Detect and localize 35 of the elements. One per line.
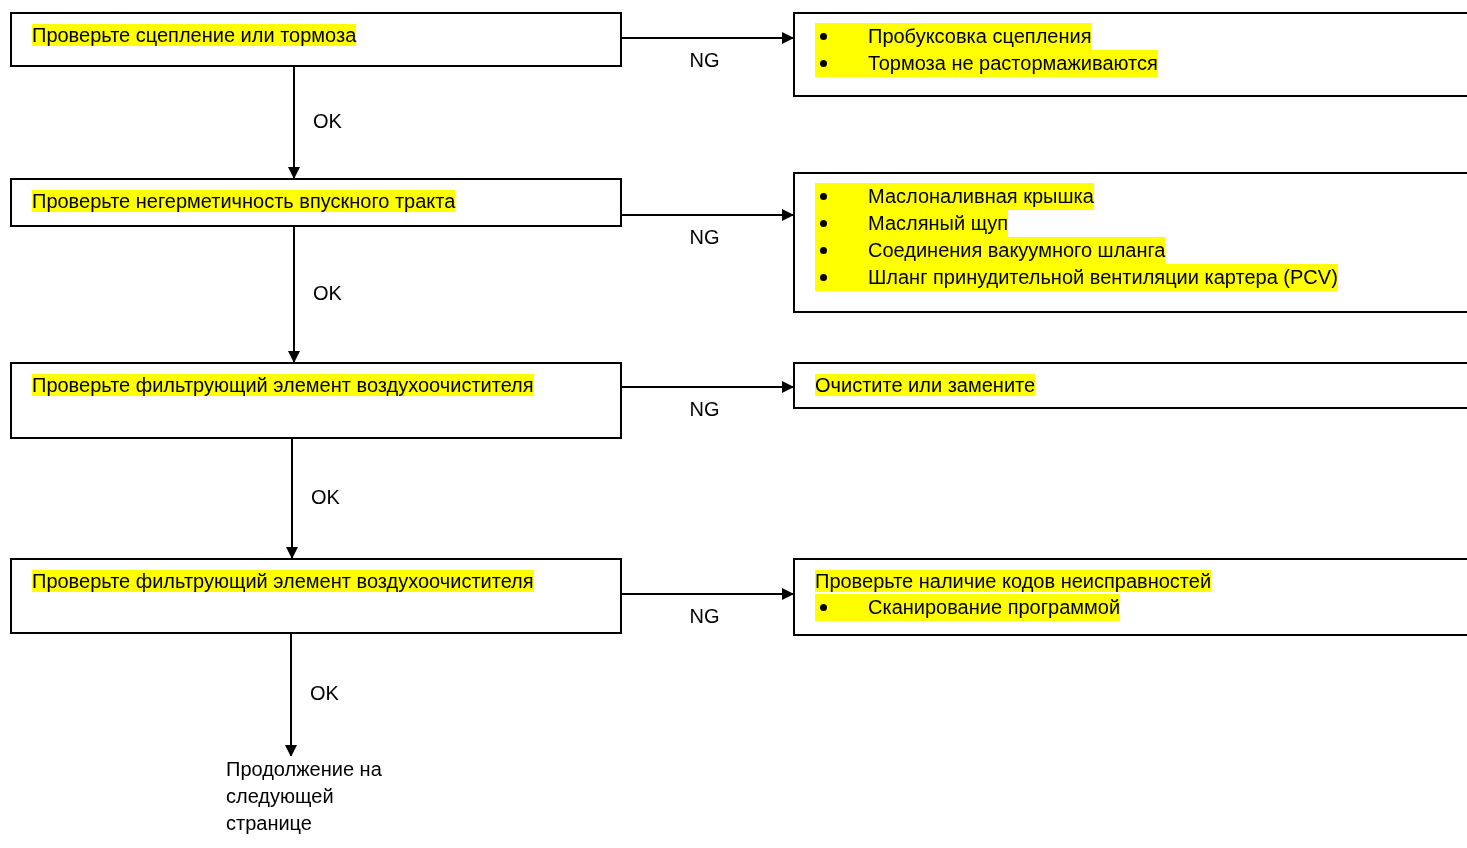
arrow [288, 66, 300, 179]
check-box [10, 178, 622, 227]
arrow [286, 438, 298, 559]
edge-label: NG [689, 50, 720, 70]
note-text: Продолжение на следующей странице [226, 757, 383, 836]
arrow [621, 381, 794, 393]
highlighted-text: Очистите или замените [815, 374, 1036, 396]
result-box [793, 558, 1467, 636]
edge-label: NG [689, 606, 720, 626]
result-box [793, 172, 1467, 313]
edge-label: OK [310, 683, 339, 703]
arrow [285, 633, 297, 757]
arrow [621, 32, 794, 44]
highlighted-text: Проверьте фильтрующий элемент воздухоочистителя [32, 374, 534, 396]
list-item: Масляный щуп [815, 210, 1009, 237]
list-item: Тормоза не растормаживаются [815, 50, 1158, 77]
arrow [288, 226, 300, 363]
result-box [793, 12, 1467, 97]
edge-label: NG [689, 227, 720, 247]
result-box [793, 362, 1467, 409]
highlighted-text: Проверьте наличие кодов неисправностей [815, 570, 1212, 592]
list-item: Пробуксовка сцепления [815, 23, 1092, 50]
arrow [621, 209, 794, 221]
check-box [10, 12, 622, 67]
list-item: Шланг принудительной вентиляции картера (PCV) [815, 264, 1338, 291]
edge-label: OK [313, 110, 342, 131]
list-item: Сканирование программой [815, 594, 1121, 621]
check-box [10, 362, 622, 439]
arrow [621, 588, 794, 600]
edge-label: OK [313, 282, 342, 303]
highlighted-text: Проверьте фильтрующий элемент воздухоочистителя [32, 570, 534, 592]
list-item: Маслоналивная крышка [815, 183, 1094, 210]
edge-label: NG [689, 399, 720, 419]
edge-label: OK [311, 486, 340, 507]
check-box [10, 558, 622, 634]
